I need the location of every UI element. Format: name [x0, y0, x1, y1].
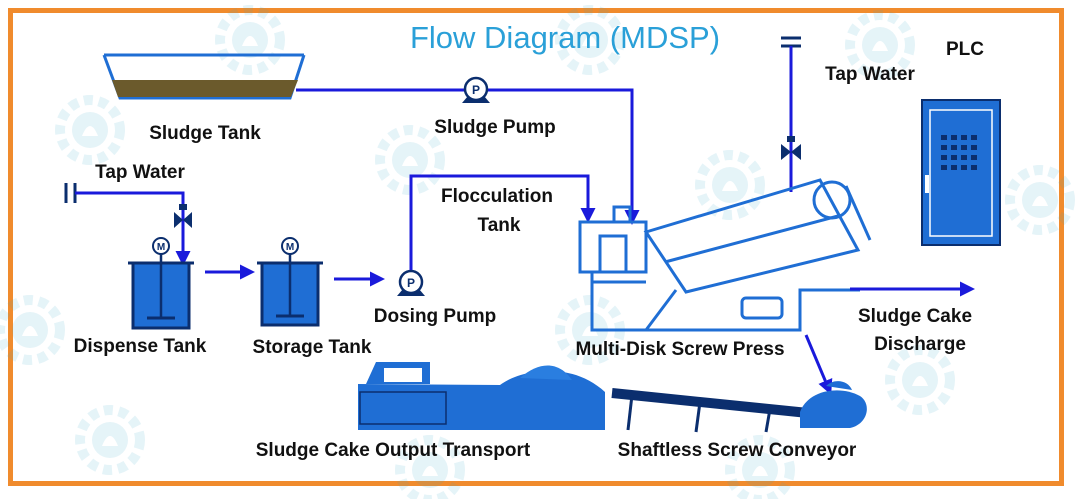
sludge-tank [102, 53, 306, 100]
truck-icon [358, 362, 605, 430]
dosing-pump-label: Dosing Pump [374, 306, 496, 327]
diagram-frame [8, 8, 1064, 486]
dosing-pump: P [397, 269, 425, 296]
valve-icon [781, 136, 801, 160]
tap-water-top-inlet [781, 36, 801, 192]
sludge-pump: P [462, 76, 490, 103]
storage-tank-label: Storage Tank [253, 337, 372, 358]
flocculation-label-line2: Tank [478, 215, 521, 236]
motor-icon: M [286, 242, 294, 253]
plc-cabinet-icon [921, 99, 1001, 246]
sludge-pump-label: Sludge Pump [434, 117, 555, 138]
sludge-feed-line [296, 88, 640, 225]
tap-water-top-label: Tap Water [825, 64, 915, 85]
press-to-conveyor-arrow [804, 334, 833, 395]
dispense-tank-label: Dispense Tank [74, 336, 207, 357]
output-transport-label: Sludge Cake Output Transport [256, 440, 531, 461]
flocculation-label-line1: Flocculation [441, 186, 553, 207]
shaftless-screw-conveyor [611, 381, 867, 433]
valve-icon [174, 204, 192, 228]
dosing-line [409, 174, 596, 270]
storage-tank: M [257, 237, 323, 327]
pump-icon: P [472, 83, 480, 97]
screw-press [578, 178, 872, 332]
cake-discharge-label-line1: Sludge Cake [858, 306, 972, 327]
tap-water-left-label: Tap Water [95, 162, 185, 183]
motor-icon: M [157, 242, 165, 253]
pump-icon: P [407, 276, 415, 290]
plc-label: PLC [946, 39, 984, 60]
diagram-title: Flow Diagram (MDSP) [410, 20, 720, 55]
dispense-tank: M [128, 237, 194, 330]
cake-discharge-label-line2: Discharge [874, 334, 966, 355]
tap-water-left-inlet [64, 183, 191, 266]
screw-press-label: Multi-Disk Screw Press [575, 339, 784, 360]
conveyor-label: Shaftless Screw Conveyor [618, 440, 857, 461]
sludge-tank-label: Sludge Tank [149, 123, 261, 144]
